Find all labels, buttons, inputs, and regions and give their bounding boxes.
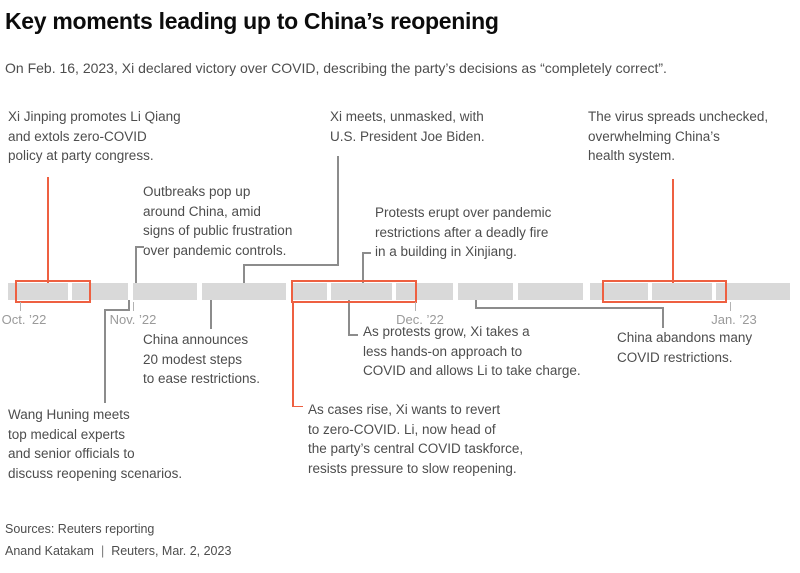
text-line: resists pressure to slow reopening. [308, 460, 517, 476]
month-label-nov: Nov. ’22 [109, 312, 157, 327]
connector-outbreaks [135, 246, 144, 248]
annotation-virus-spreads: The virus spreads unchecked, overwhelming… [588, 107, 768, 166]
annotation-protests-erupt: Protests erupt over pandemic restrictions… [375, 203, 551, 262]
connector-virus-spreads [672, 179, 674, 283]
annotation-xi-promotes-li-qiang: Xi Jinping promotes Li Qiang and extols z… [8, 107, 181, 166]
timeline-segment [72, 283, 128, 300]
timeline-segment [292, 283, 327, 300]
annotation-outbreaks-pop-up: Outbreaks pop up around China, amid signs … [143, 182, 292, 260]
connector-wang-huning [104, 309, 130, 311]
text-line: to ease restrictions. [143, 371, 261, 386]
text-line: 20 modest steps [143, 351, 243, 367]
text-line: China abandons many [617, 330, 753, 345]
connector-outbreaks [135, 246, 137, 283]
text-line: to zero-COVID. Li, now head of [308, 421, 496, 437]
text-line: restrictions after a deadly fire [375, 224, 549, 240]
month-tick [730, 302, 731, 311]
text-line: The virus spreads unchecked, [588, 109, 769, 124]
timeline-segment [716, 283, 790, 300]
highlight-box-january [602, 280, 727, 303]
annotation-as-protests-grow: As protests grow, Xi takes a less hands-o… [363, 322, 581, 381]
text-line: As cases rise, Xi wants to revert [308, 402, 501, 417]
month-label-jan: Jan. ’23 [711, 312, 757, 327]
byline-author: Anand Katakam [5, 544, 94, 558]
timeline-segment [458, 283, 513, 300]
byline-separator: | [100, 544, 105, 558]
connector-china-abandons [475, 300, 477, 309]
text-line: and extols zero-COVID [8, 128, 147, 144]
subtitle: On Feb. 16, 2023, Xi declared victory ov… [5, 60, 667, 76]
text-line: and senior officials to [8, 446, 135, 461]
text-line: COVID restrictions. [617, 349, 733, 365]
timeline-segment [202, 283, 286, 300]
annotation-china-announces-20-steps: China announces 20 modest steps to ease re… [143, 330, 260, 389]
text-line: the party’s central COVID taskforce, [308, 441, 524, 456]
text-line: COVID and allows Li to take charge. [363, 363, 581, 378]
connector-xi-meets-biden [243, 264, 339, 266]
highlight-box-december [291, 280, 417, 303]
connector-as-cases-rise [292, 302, 294, 407]
text-line: around China, amid [143, 203, 261, 219]
month-tick [20, 302, 21, 311]
sources-note: Sources: Reuters reporting [5, 522, 155, 536]
byline: Anand Katakam | Reuters, Mar. 2, 2023 [5, 544, 231, 558]
connector-as-protests-grow [348, 334, 358, 336]
connector-china-abandons [475, 307, 664, 309]
timeline-segment [518, 283, 583, 300]
text-line: Xi Jinping promotes Li Qiang [8, 109, 181, 124]
timeline-segment [652, 283, 712, 300]
annotation-as-cases-rise: As cases rise, Xi wants to revert to zero… [308, 400, 523, 478]
text-line: Protests erupt over pandemic [375, 205, 552, 220]
text-line: signs of public frustration [143, 223, 293, 238]
timeline-segment [396, 283, 453, 300]
text-line: overwhelming China’s [588, 128, 720, 144]
highlight-box-october [15, 280, 91, 303]
text-line: over pandemic controls. [143, 242, 287, 258]
connector-china-abandons [662, 307, 664, 328]
text-line: China announces [143, 332, 249, 347]
timeline-segment [331, 283, 392, 300]
connector-china-announces [210, 300, 212, 329]
text-line: in a building in Xinjiang. [375, 244, 517, 259]
month-tick [415, 302, 416, 311]
month-label-dec: Dec. ’22 [396, 312, 444, 327]
text-line: Wang Huning meets [8, 407, 130, 422]
text-line: health system. [588, 148, 676, 163]
timeline-segment [590, 283, 648, 300]
month-tick [133, 302, 134, 311]
page-title: Key moments leading up to China’s reopen… [5, 8, 499, 34]
connector-protests-erupt [362, 252, 364, 283]
text-line: discuss reopening scenarios. [8, 465, 183, 481]
annotation-wang-huning-meets: Wang Huning meets top medical experts and … [8, 405, 182, 483]
connector-xi-promotes [47, 177, 49, 283]
text-line: less hands-on approach to [363, 343, 523, 359]
connector-as-cases-rise [292, 405, 303, 407]
text-line: Xi meets, unmasked, with [330, 109, 484, 124]
text-line: U.S. President Joe Biden. [330, 128, 485, 144]
byline-credit: Reuters, Mar. 2, 2023 [111, 544, 232, 558]
connector-protests-erupt [362, 252, 371, 254]
timeline-segment [8, 283, 68, 300]
connector-as-protests-grow [348, 300, 350, 336]
connector-xi-meets-biden [243, 264, 245, 283]
connector-wang-huning [104, 309, 106, 403]
text-line: top medical experts [8, 426, 126, 442]
text-line: policy at party congress. [8, 148, 154, 163]
connector-xi-meets-biden [337, 156, 339, 266]
month-label-oct: Oct. ’22 [1, 312, 47, 327]
timeline-segment [133, 283, 197, 300]
connector-wang-huning [128, 300, 130, 311]
text-line: Outbreaks pop up [143, 184, 251, 199]
text-line: As protests grow, Xi takes a [363, 324, 530, 339]
